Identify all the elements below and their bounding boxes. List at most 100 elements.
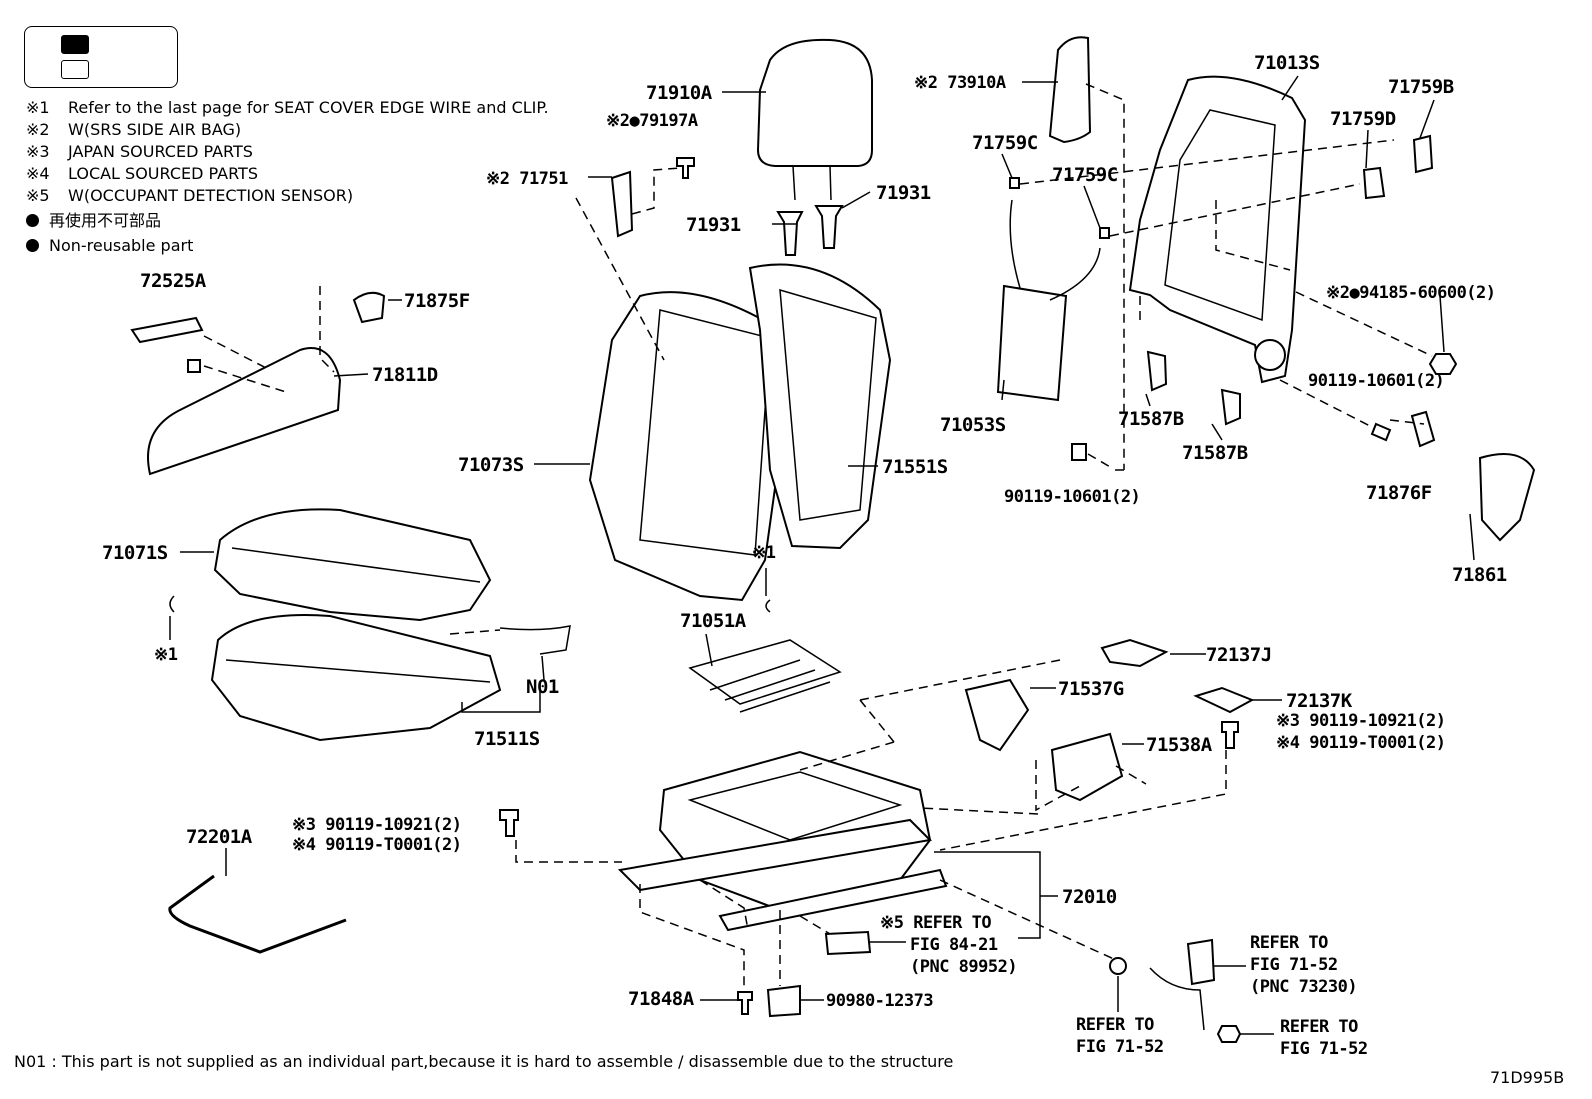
clip-79197a[interactable]	[676, 157, 695, 179]
airbag-73910a[interactable]	[1048, 36, 1092, 144]
clip-71759b[interactable]	[1412, 134, 1434, 174]
clip-note1-b	[765, 599, 771, 613]
wire-n01[interactable]	[499, 625, 571, 655]
label-71759c-right[interactable]: 71759C	[1052, 164, 1118, 186]
label-94185-60600[interactable]: ※2●94185-60600(2)	[1326, 283, 1496, 303]
label-90119-10921-a[interactable]: ※3 90119-10921(2)	[1276, 711, 1446, 731]
cover-71538a[interactable]	[1050, 732, 1124, 802]
label-71551s[interactable]: 71551S	[882, 456, 948, 478]
bolt-90119-10921-a[interactable]	[1221, 721, 1239, 749]
refer-line-2: FIG 71-52	[1280, 1039, 1368, 1059]
label-refer-fig71-52-left[interactable]: REFER TO FIG 71-52	[1076, 1014, 1164, 1058]
note-text: 再使用不可部品	[49, 211, 162, 230]
note-text: Non-reusable part	[49, 236, 194, 255]
label-72010[interactable]: 72010	[1062, 886, 1117, 908]
label-71876f[interactable]: 71876F	[1366, 482, 1432, 504]
label-90119-t0001-b[interactable]: ※4 90119-T0001(2)	[292, 835, 462, 855]
cover-71861[interactable]	[1478, 453, 1536, 542]
label-71073s[interactable]: 71073S	[458, 454, 524, 476]
label-71071s[interactable]: 71071S	[102, 542, 168, 564]
label-90119-t0001-a[interactable]: ※4 90119-T0001(2)	[1276, 733, 1446, 753]
label-90119-10921-b[interactable]: ※3 90119-10921(2)	[292, 815, 462, 835]
cover-72525a[interactable]	[130, 316, 204, 344]
label-72525a[interactable]: 72525A	[140, 270, 206, 292]
label-71538a[interactable]: 71538A	[1146, 734, 1212, 756]
refer-line-2: FIG 84-21	[910, 935, 998, 955]
sensor-connector[interactable]	[824, 930, 872, 956]
label-n01[interactable]: N01	[526, 676, 559, 698]
belt-buckle[interactable]	[1109, 938, 1242, 1043]
clip-71759c-right[interactable]	[1099, 227, 1110, 239]
screw-71848a[interactable]	[737, 991, 753, 1015]
note-mark: ※2	[26, 120, 50, 139]
cover-71876f[interactable]	[1410, 410, 1436, 448]
label-71811d[interactable]: 71811D	[372, 364, 438, 386]
label-71759c-left[interactable]: 71759C	[972, 132, 1038, 154]
label-71931-left[interactable]: 71931	[686, 214, 741, 236]
seat-adjuster-72010[interactable]	[617, 750, 948, 932]
headrest-71910a[interactable]	[756, 38, 873, 201]
wire-72201a[interactable]	[168, 874, 347, 954]
label-71511s[interactable]: 71511S	[474, 728, 540, 750]
legend-key-black	[61, 35, 89, 54]
label-72137k[interactable]: 72137K	[1286, 690, 1352, 712]
label-71861[interactable]: 71861	[1452, 564, 1507, 586]
cushion-cover-71071s[interactable]	[213, 508, 492, 622]
label-90119-10601-a[interactable]: 90119-10601(2)	[1308, 371, 1445, 391]
label-71931-right[interactable]: 71931	[876, 182, 931, 204]
guide-71931-right[interactable]	[814, 205, 844, 249]
label-71751[interactable]: ※2 71751	[486, 169, 568, 189]
bolt-90119-10601-b[interactable]	[1071, 443, 1087, 461]
seatback-frame-71013s[interactable]	[1128, 75, 1307, 384]
seatback-pad-71551s[interactable]	[748, 263, 892, 550]
bracket-71587b-left[interactable]	[1146, 350, 1168, 392]
seatback-cover-71073s[interactable]	[588, 291, 792, 602]
cover-71537g[interactable]	[964, 678, 1030, 752]
label-71587b-left[interactable]: 71587B	[1118, 408, 1184, 430]
lumbar-support-71053s[interactable]	[996, 199, 1101, 402]
screw-71811d[interactable]	[187, 359, 201, 373]
side-cover-71811d[interactable]	[147, 347, 342, 476]
label-72137j[interactable]: 72137J	[1206, 644, 1272, 666]
bolt-90119-10921-b[interactable]	[499, 809, 519, 837]
label-71848a[interactable]: 71848A	[628, 988, 694, 1010]
bracket-71587b-right[interactable]	[1220, 388, 1241, 426]
label-90980-12373[interactable]: 90980-12373	[826, 991, 934, 1011]
label-71759b[interactable]: 71759B	[1388, 76, 1454, 98]
label-refer-fig84-21[interactable]: ※5 REFER TO FIG 84-21 (PNC 89952)	[880, 912, 1018, 978]
label-71875f[interactable]: 71875F	[404, 290, 470, 312]
label-73910a[interactable]: ※2 73910A	[914, 73, 1006, 93]
cushion-pad-71511s[interactable]	[210, 614, 502, 742]
label-71053s[interactable]: 71053S	[940, 414, 1006, 436]
refer-line-1: ※5 REFER TO	[880, 913, 992, 933]
clip-71759c-left[interactable]	[1009, 177, 1020, 189]
refer-line-1: REFER TO	[1250, 933, 1328, 953]
clip-71759d[interactable]	[1362, 166, 1386, 200]
clip-90980-12373[interactable]	[766, 984, 801, 1018]
bracket-71751[interactable]	[610, 170, 634, 238]
label-71910a[interactable]: 71910A	[646, 82, 712, 104]
label-refer-fig71-52-pnc[interactable]: REFER TO FIG 71-52 (PNC 73230)	[1250, 932, 1358, 998]
spring-71051a[interactable]	[688, 639, 842, 713]
cover-72137k[interactable]	[1193, 686, 1255, 714]
label-71587b-right[interactable]: 71587B	[1182, 442, 1248, 464]
label-refer-fig71-52-right[interactable]: REFER TO FIG 71-52	[1280, 1016, 1368, 1060]
refer-line-1: REFER TO	[1076, 1015, 1154, 1035]
nut-94185[interactable]	[1428, 353, 1458, 375]
note-mark: ※1	[26, 98, 50, 117]
label-79197a[interactable]: ※2●79197A	[606, 111, 698, 131]
bolt-90119-10601-a[interactable]	[1370, 422, 1392, 442]
label-71537g[interactable]: 71537G	[1058, 678, 1124, 700]
clip-71875f[interactable]	[352, 291, 386, 324]
guide-71931-left[interactable]	[776, 211, 804, 256]
note-mark: ※5	[26, 186, 50, 205]
label-71051a[interactable]: 71051A	[680, 610, 746, 632]
label-71759d[interactable]: 71759D	[1330, 108, 1396, 130]
cover-72137j[interactable]	[1100, 638, 1169, 668]
label-90119-10601-b[interactable]: 90119-10601(2)	[1004, 487, 1141, 507]
label-71013s[interactable]: 71013S	[1254, 52, 1320, 74]
label-72201a[interactable]: 72201A	[186, 826, 252, 848]
